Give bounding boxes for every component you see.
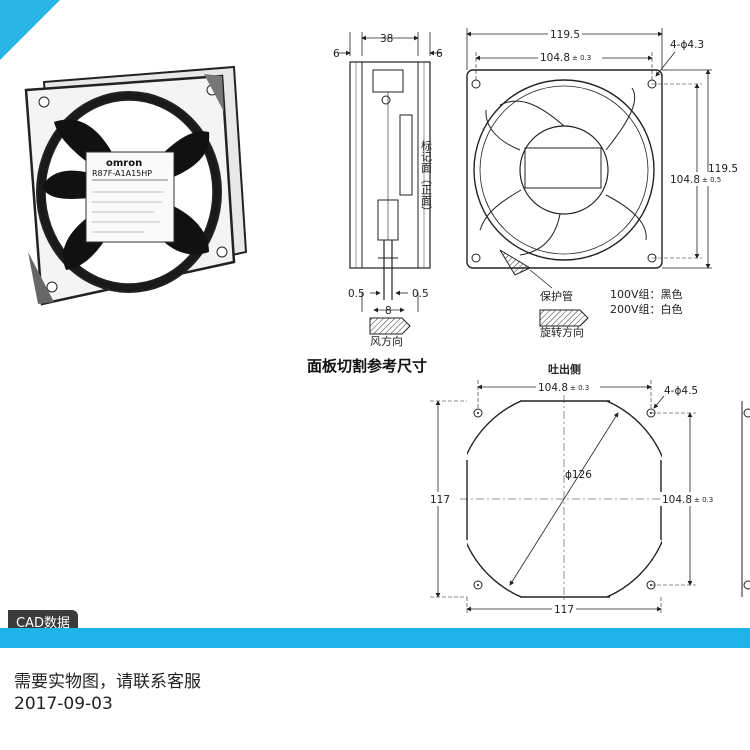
dim-8: 8 <box>385 305 392 317</box>
wire-200v: 200V组：白色 <box>610 302 683 316</box>
blade <box>519 213 561 256</box>
plate-label: 标记面（正面） <box>420 139 433 217</box>
dim-bg <box>536 380 600 392</box>
cut-dim-117-v: 117 <box>430 494 450 506</box>
dim-hole-tol: ± 0.3 <box>572 54 591 62</box>
dim-bg <box>666 172 736 186</box>
next-drawing-hole <box>743 408 750 418</box>
dim-05-left: 0.5 <box>348 288 365 300</box>
cut-dim-diameter: ϕ126 <box>565 469 592 481</box>
front-frame <box>466 69 663 269</box>
dim-holes-leader <box>655 51 676 77</box>
front-hub <box>519 125 609 215</box>
dim-6-right: 6 <box>436 48 443 60</box>
corner-accent <box>0 0 60 60</box>
tube-exit <box>499 249 532 276</box>
side-rib <box>399 114 413 196</box>
side-lead-block <box>377 199 399 241</box>
airflow-label: 风方向 <box>370 334 403 348</box>
cut-dim-hole-v-tol: ± 0.3 <box>694 496 713 504</box>
rotation-arrow <box>539 309 589 327</box>
dim-bg <box>428 492 452 506</box>
cut-dim-holes: 4-ϕ4.5 <box>664 385 698 397</box>
panel-cutout-view: 吐出侧 104.8 ± 0.3 4-ϕ4.5 ϕ126 <box>428 362 750 616</box>
side-body <box>361 61 419 269</box>
panel-cutout-title: 面板切割参考尺寸 <box>307 357 428 375</box>
side-grommet <box>381 95 391 105</box>
brand-text: omron <box>106 158 142 169</box>
cut-dim-hole: 104.8 <box>538 382 568 394</box>
dim-bg <box>548 27 582 39</box>
dim-holes: 4-ϕ4.3 <box>670 39 704 51</box>
dim-hole-v: 104.8 <box>670 174 700 186</box>
cut-dim-hole-v: 104.8 <box>662 494 692 506</box>
tube-leader <box>529 269 553 289</box>
diameter-line <box>509 412 619 586</box>
mount-hole <box>471 253 481 263</box>
blade <box>499 100 565 127</box>
dim-bg <box>552 602 576 615</box>
cut-hole-center <box>477 584 479 586</box>
dim-6-left: 6 <box>333 48 340 60</box>
cad-data-badge[interactable]: CAD数据 <box>8 610 78 633</box>
accent-bar <box>0 628 750 648</box>
dim-bg <box>538 51 602 63</box>
dim-bg <box>660 492 734 506</box>
side-hub <box>372 69 404 93</box>
cut-hole <box>473 408 483 418</box>
fan-illustration <box>24 65 248 306</box>
front-view: 119.5 104.8 ± 0.3 4-ϕ4.3 <box>466 27 738 339</box>
model-text: R87F-A1A15HP <box>92 169 152 178</box>
next-drawing-hole <box>743 580 750 590</box>
cut-hole-center <box>477 412 479 414</box>
blade <box>479 189 522 231</box>
wire-100v: 100V组：黑色 <box>610 287 683 301</box>
blade <box>485 109 521 151</box>
cut-dim-117-h: 117 <box>554 604 574 616</box>
airflow-arrow <box>369 317 411 335</box>
outlet-side-label: 吐出侧 <box>548 362 581 376</box>
cut-dim-hole-tol: ± 0.3 <box>570 384 589 392</box>
cut-holes-leader <box>653 395 665 409</box>
side-view: 38 6 6 标记面（正面） 0.5 0 <box>333 32 443 348</box>
blade <box>605 87 636 151</box>
dim-38: 38 <box>380 33 393 45</box>
contact-text: 需要实物图，请联系客服 <box>14 672 201 692</box>
mount-hole <box>471 79 481 89</box>
front-hub-label <box>524 147 602 189</box>
cut-hole <box>473 580 483 590</box>
tube-label: 保护管 <box>540 289 573 303</box>
rotation-label: 旋转方向 <box>540 325 584 339</box>
product-photo: omron R87F-A1A15HP <box>24 65 248 306</box>
dim-total: 119.5 <box>550 29 580 41</box>
dim-hole-v-tol: ± 0.5 <box>702 176 721 184</box>
front-ring-inner <box>479 85 649 255</box>
dim-hole: 104.8 <box>540 52 570 64</box>
date-text: 2017-09-03 <box>14 694 113 714</box>
dim-05-right: 0.5 <box>412 288 429 300</box>
front-ring <box>473 79 655 261</box>
blade <box>605 194 647 241</box>
